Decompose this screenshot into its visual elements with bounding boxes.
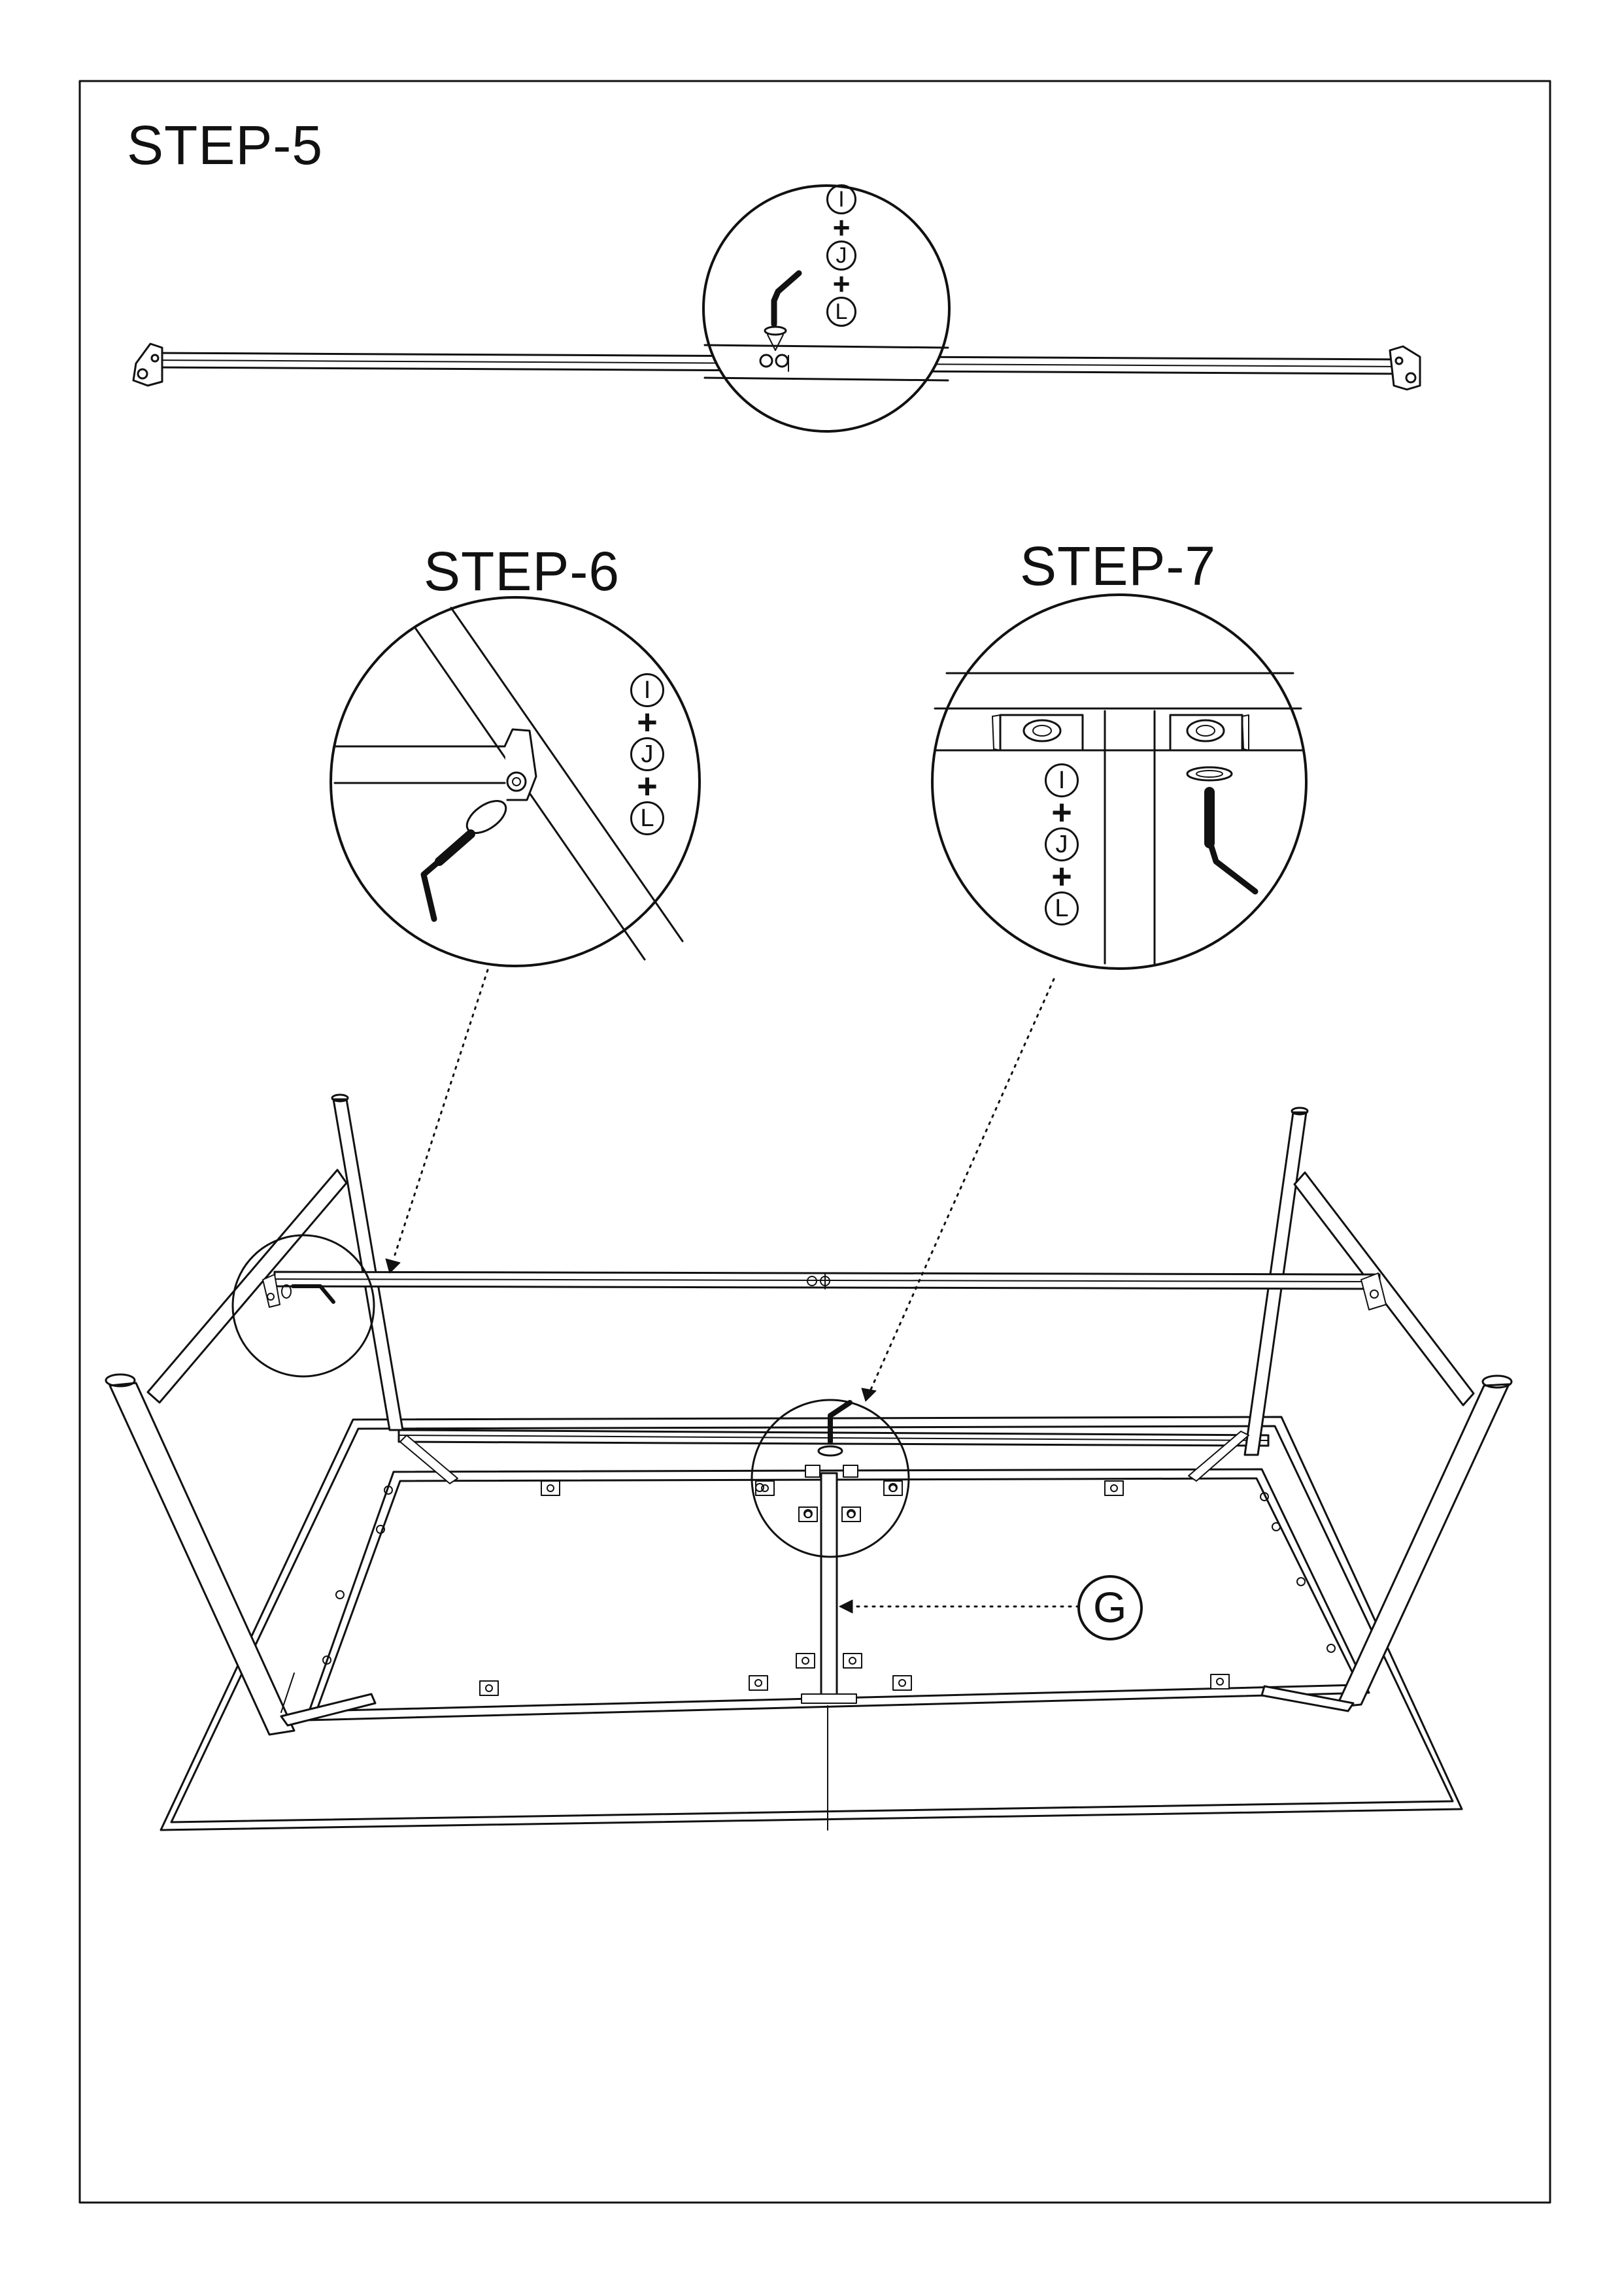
plus-sign: + bbox=[637, 703, 658, 742]
step-7-detail-circle bbox=[931, 593, 1308, 970]
plus-sign: + bbox=[637, 767, 658, 806]
plus-sign: + bbox=[832, 267, 851, 301]
allen-key-icon bbox=[420, 856, 445, 922]
step-6-parts-list: I + J + L bbox=[630, 673, 664, 835]
plus-sign: + bbox=[1051, 793, 1072, 832]
center-brace-g bbox=[820, 1472, 838, 1701]
page-border bbox=[78, 80, 1551, 2204]
washer-icon bbox=[1186, 766, 1233, 782]
arrow-head-icon bbox=[839, 1599, 853, 1614]
step-6-detail bbox=[329, 596, 701, 967]
leg-front-left bbox=[109, 1382, 296, 1736]
step-7-title: STEP-7 bbox=[1020, 535, 1217, 597]
step-5-diagram bbox=[132, 184, 1421, 433]
table-assembly bbox=[105, 1093, 1513, 1831]
part-j-badge: J bbox=[1045, 827, 1079, 861]
arrow-head-icon bbox=[861, 1388, 877, 1402]
part-i-badge: I bbox=[826, 184, 856, 214]
table-top-inner bbox=[305, 1468, 1370, 1722]
crossbar-end-bracket-left bbox=[132, 342, 163, 387]
allen-key-icon bbox=[1206, 837, 1259, 895]
part-j-badge: J bbox=[826, 241, 856, 271]
washer-icon bbox=[465, 800, 507, 834]
part-l-badge: L bbox=[1045, 891, 1079, 925]
plus-sign: + bbox=[1051, 857, 1072, 896]
part-l-badge: L bbox=[826, 297, 856, 327]
part-l-badge: L bbox=[630, 801, 664, 835]
crossbar-end-bracket-right bbox=[1389, 345, 1421, 391]
step-5-title: STEP-5 bbox=[127, 114, 324, 176]
part-i-badge: I bbox=[630, 673, 664, 707]
leg-rear-left bbox=[332, 1098, 404, 1431]
part-i-badge: I bbox=[1045, 763, 1079, 797]
plus-sign: + bbox=[832, 210, 851, 244]
side-rail-left bbox=[146, 1169, 348, 1404]
arrow-head-icon bbox=[385, 1258, 401, 1274]
leg-front-right bbox=[1335, 1383, 1510, 1708]
allen-key-icon bbox=[771, 270, 802, 327]
zoom-circle-step-6 bbox=[231, 1234, 375, 1378]
step-7-parts-list: I + J + L bbox=[1045, 763, 1079, 925]
zoom-circle-step-7 bbox=[751, 1399, 910, 1558]
part-g-callout-circle bbox=[1077, 1575, 1143, 1640]
step-7-detail bbox=[931, 593, 1308, 970]
side-rail-right bbox=[1293, 1171, 1475, 1406]
part-j-badge: J bbox=[630, 737, 664, 771]
step-6-title: STEP-6 bbox=[424, 541, 620, 602]
step-5-parts-list: I + J + L bbox=[826, 184, 858, 327]
bolt-icon bbox=[435, 829, 475, 866]
leader-lines bbox=[394, 969, 1080, 1608]
table-top-outer bbox=[160, 1416, 1463, 1831]
part-g-label: G bbox=[1093, 1583, 1128, 1631]
